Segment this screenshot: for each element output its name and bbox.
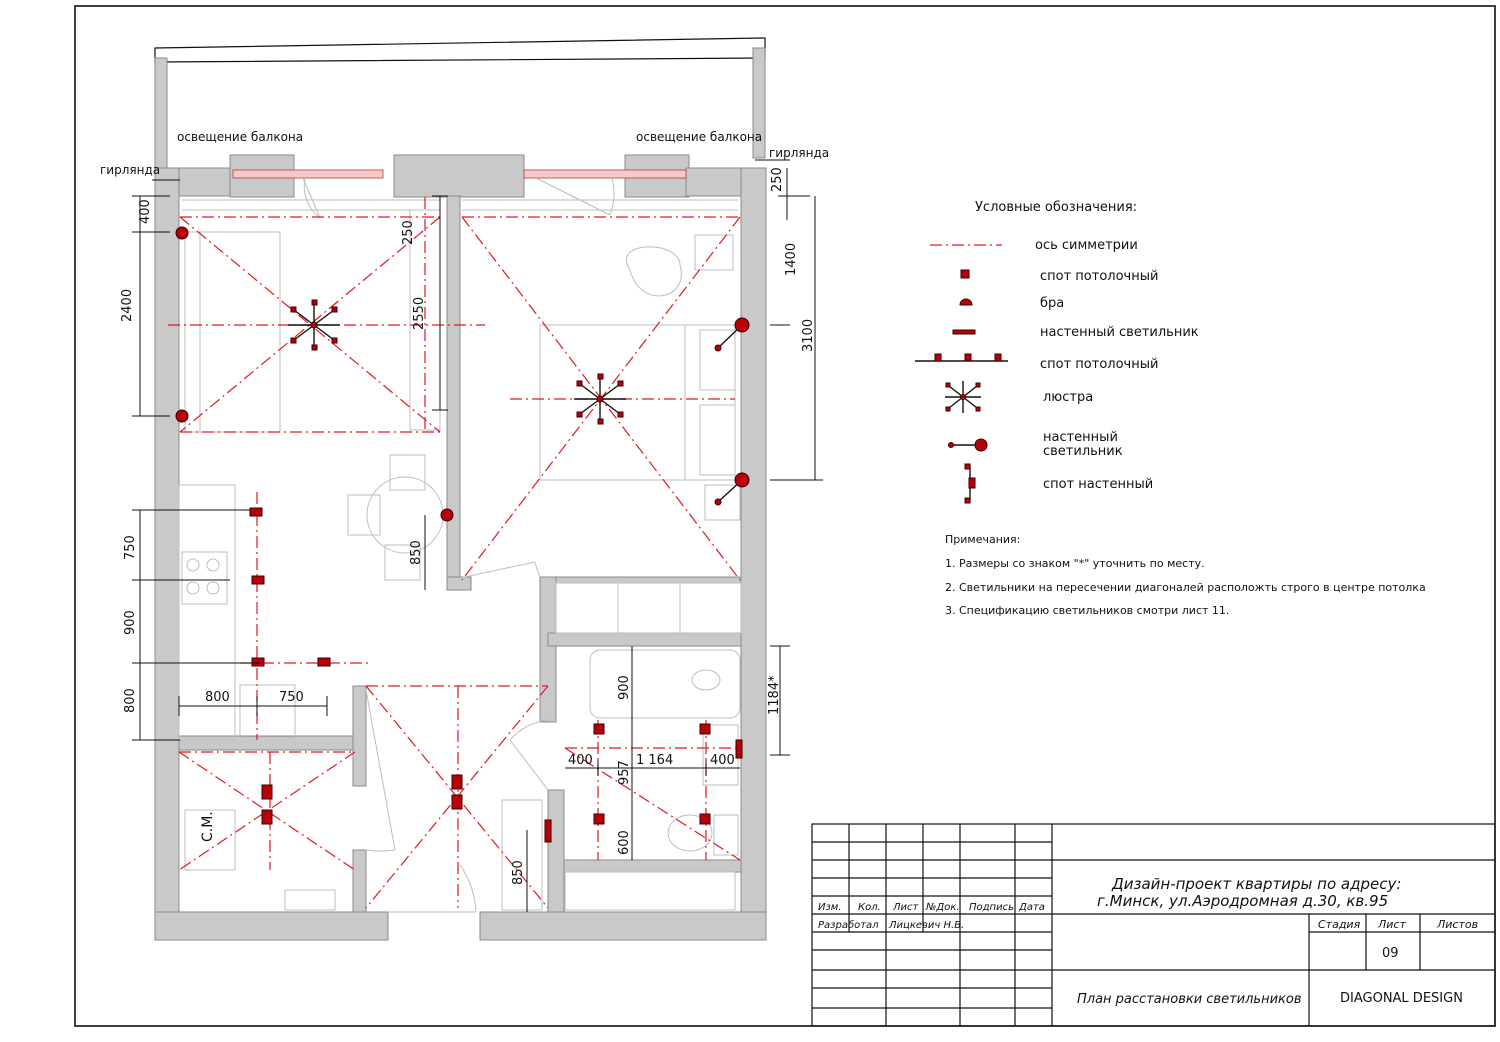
dim-250-left: 250 [401,220,416,245]
tb-company: DIAGONAL DESIGN [1340,991,1463,1006]
spot-hall-2 [451,794,463,810]
notes: Примечания: 1. Размеры со знаком "*" уто… [945,533,1426,617]
chandelier-living [288,299,340,351]
spot-kitchen-4 [317,657,331,667]
legend-item-chandelier: люстра [1043,390,1093,405]
tb-header-doc: №Док. [925,902,960,913]
notes-title: Примечания: [945,533,1020,546]
dim-600: 600 [617,830,632,855]
tb-project-line1: Дизайн-проект квартиры по адресу: [1111,875,1401,893]
walls [154,154,767,941]
drawing-frame [74,5,1496,1027]
tb-sheet-label: Лист [1377,918,1406,931]
note-1: 1. Размеры со знаком "*" уточнить по мес… [945,557,1205,570]
legend-item-wall-spot: спот настенный [1043,477,1153,492]
tb-sheet-number: 09 [1382,946,1399,961]
spot-bath-3 [593,813,605,825]
legend: Условные обозначения: ось симметрии спот… [915,200,1199,504]
dim-400-top: 400 [138,199,153,224]
spot-hall-1 [451,774,463,790]
dim-2550: 2550 [412,297,427,330]
legend-item-ceiling-spot-track: спот потолочный [1040,357,1158,372]
dim-400-bath-left: 400 [568,753,593,768]
dim-850-mid: 850 [409,540,424,565]
legend-item-sconce: бра [1040,296,1064,311]
tb-header-qty: Кол. [858,902,881,913]
dim-2400: 2400 [120,289,135,322]
spot-bath2-2 [261,809,273,825]
sconce-3 [440,508,454,522]
tb-stage-label: Стадия [1318,918,1361,931]
legend-title: Условные обозначения: [975,200,1137,215]
dim-3100: 3100 [801,319,816,352]
tb-sheets-label: Листов [1436,918,1478,931]
sconce-1 [175,226,189,240]
spot-kitchen-2 [251,575,265,585]
legend-item-wall-light: настенный светильник [1040,325,1199,340]
tb-header-change: Изм. [818,902,842,913]
dim-1184: 1184* [767,675,782,715]
label-garland-right: гирлянда [769,146,829,160]
legend-item-axis: ось симметрии [1035,238,1138,253]
dim-900-bath: 900 [617,675,632,700]
tb-project-line2: г.Минск, ул.Аэродромная д.30, кв.95 [1097,892,1388,910]
dim-750-v: 750 [123,535,138,560]
dim-900-v: 900 [123,610,138,635]
spot-kitchen-3 [251,657,265,667]
label-washer: С.М. [200,811,216,842]
spot-bath2-1 [261,784,273,800]
tb-drawing-title: План расстановки светильников [1077,992,1302,1007]
dim-957: 957 [617,760,632,785]
title-block: Изм. Кол. Лист №Док. Подпись Дата Разраб… [811,823,1496,1027]
dim-800-v: 800 [123,688,138,713]
wall-spot-bath [735,739,743,759]
note-2: 2. Светильники на пересечении диагоналей… [945,581,1426,594]
label-balcony-left: освещение балкона [177,130,303,144]
wall-light-bedroom-1 [714,317,750,352]
dim-250-right: 250 [770,167,785,192]
dim-1164: 1 164 [636,753,673,768]
wall-spot-corridor [544,819,552,843]
tb-developer: Лицкевич Н.В. [888,920,964,931]
dim-800-h: 800 [205,690,230,705]
note-3: 3. Спецификацию светильников смотри лист… [945,604,1229,617]
spot-kitchen-1 [249,507,263,517]
legend-item-wall-lamp-1: настенный [1043,430,1118,445]
wall-light-bedroom-2 [714,472,750,506]
spot-bath-1 [593,723,605,735]
sconce-2 [175,409,189,423]
legend-item-wall-lamp-2: светильник [1043,444,1123,459]
dim-750-h: 750 [279,690,304,705]
tb-header-sheet: Лист [892,902,920,913]
legend-item-ceiling-spot: спот потолочный [1040,269,1158,284]
tb-header-sign: Подпись [969,902,1014,913]
light-fixtures [175,226,750,843]
plan-labels: освещение балкона освещение балкона гирл… [100,130,829,885]
spot-bath-2 [699,723,711,735]
tb-developed-label: Разработал [818,919,879,931]
dimension-lines [132,159,823,912]
spot-bath-4 [699,813,711,825]
balcony [154,37,766,169]
dim-1400: 1400 [784,243,799,276]
dim-400-bath-right: 400 [710,753,735,768]
label-balcony-right: освещение балкона [636,130,762,144]
chandelier-bedroom [574,373,626,425]
tb-header-date: Дата [1018,902,1045,913]
label-garland-left: гирлянда [100,163,160,177]
dim-850-bottom: 850 [511,860,526,885]
